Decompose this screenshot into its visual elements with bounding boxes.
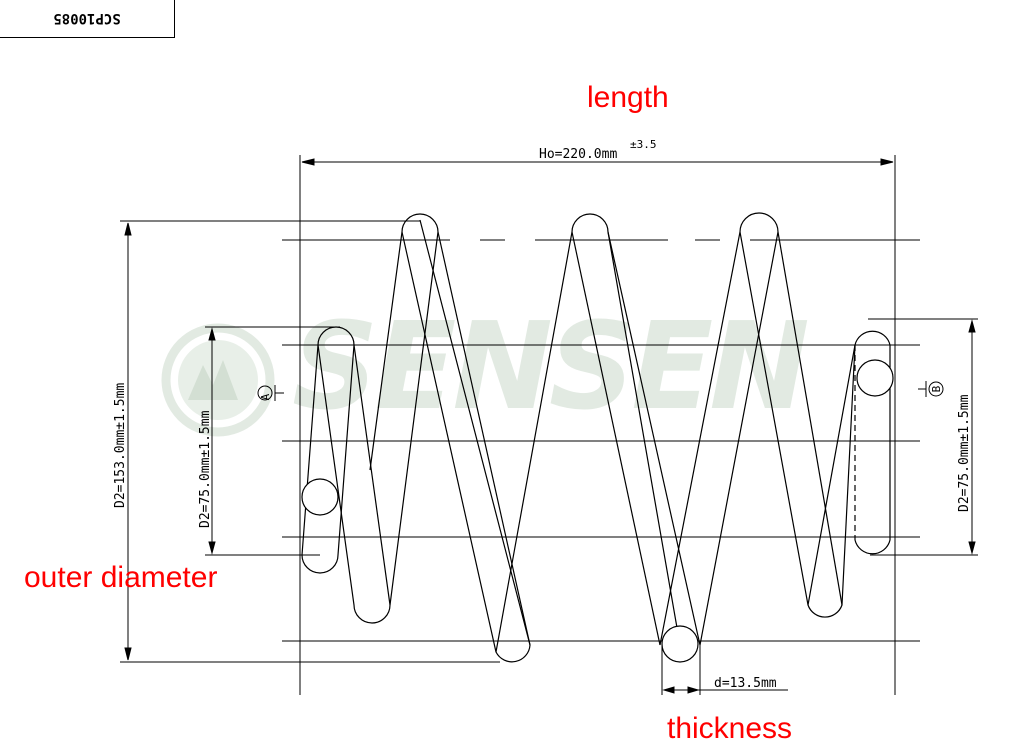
end-diameter-b-dimension <box>868 318 978 556</box>
datum-a-symbol <box>257 385 284 401</box>
datum-a-label: A <box>259 393 272 400</box>
datum-b-symbol <box>918 381 944 397</box>
spring-coils <box>301 212 891 663</box>
end-diameter-a-dimension <box>205 326 340 556</box>
free-length-tolerance: ±3.5 <box>630 138 657 151</box>
wire-thickness-value: d=13.5mm <box>714 676 777 691</box>
watermark-text: SENSEN <box>292 298 807 437</box>
part-number-box: SCP10085 <box>0 0 175 38</box>
thickness-dimension <box>661 645 788 695</box>
length-label: length <box>587 81 669 114</box>
outer-diameter-label: outer diameter <box>24 561 218 594</box>
datum-b-label: B <box>930 385 943 392</box>
free-length-value: Ho=220.0mm <box>539 147 617 162</box>
outer-diameter-dimension <box>120 220 500 663</box>
length-dimension <box>299 155 896 695</box>
end-diameter-b-value: D2=75.0mm±1.5mm <box>957 394 972 512</box>
end-diameter-a-value: D2=75.0mm±1.5mm <box>198 410 213 528</box>
wire-sections <box>301 359 894 663</box>
thickness-label: thickness <box>667 712 793 745</box>
watermark-logo: SENSEN <box>161 298 811 437</box>
outer-diameter-value: D2=153.0mm±1.5mm <box>113 383 128 508</box>
